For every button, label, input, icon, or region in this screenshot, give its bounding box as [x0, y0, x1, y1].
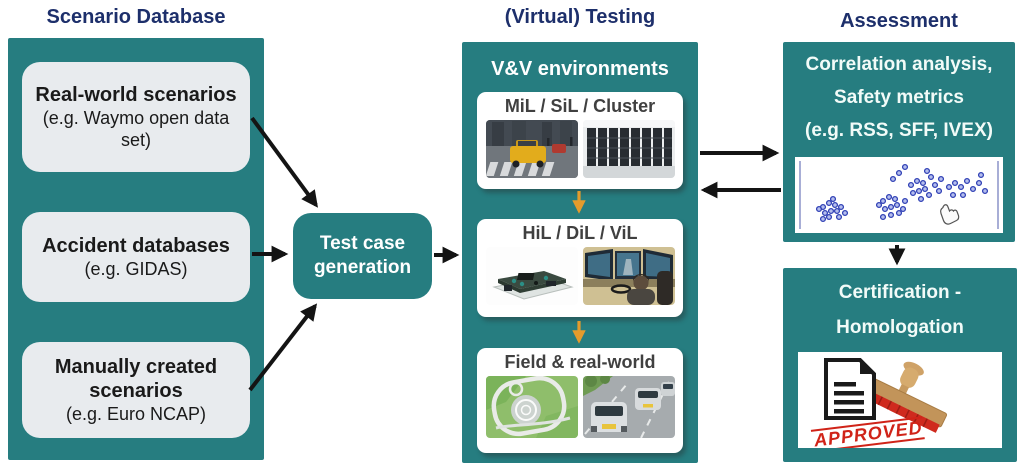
correlation-scatter-plot-image — [795, 157, 1003, 233]
scenario-item-title: Manually created scenarios — [54, 355, 218, 402]
correlation-analysis-panel: Correlation analysis, Safety metrics (e.… — [783, 42, 1015, 242]
level-images — [485, 376, 675, 439]
scenario-item-subtitle: (e.g. GIDAS) — [84, 258, 188, 279]
assessment-title: Assessment — [840, 10, 958, 32]
scenario-database-panel: Real-world scenarios (e.g. Waymo open da… — [8, 38, 264, 460]
scenario-item-title: Real-world scenarios — [35, 83, 237, 106]
scenario-item-title: Accident databases — [42, 234, 230, 257]
simulation-scene-image — [485, 120, 578, 179]
document-icon — [824, 358, 876, 420]
scenario-item-accident: Accident databases (e.g. GIDAS) — [22, 212, 250, 302]
virtual-testing-title: (Virtual) Testing — [504, 6, 656, 28]
level-images — [485, 120, 675, 179]
vv-environments-heading: V&V environments — [491, 58, 669, 80]
level-images — [485, 247, 675, 306]
scenario-item-real-world: Real-world scenarios (e.g. Waymo open da… — [22, 62, 250, 172]
correlation-line-1: Correlation analysis, — [805, 54, 993, 75]
level-box-mil-sil-cluster: MiL / SiL / Cluster — [477, 92, 683, 189]
scenario-item-manual: Manually created scenarios (e.g. Euro NC… — [22, 342, 250, 438]
approved-stamp-image: APPROVED — [798, 352, 1002, 453]
vv-environments-panel: V&V environments MiL / SiL / Cluster — [462, 42, 698, 463]
correlation-line-2: Safety metrics — [834, 87, 964, 108]
proving-ground-aerial-image — [485, 376, 578, 439]
level-box-hil-dil-vil: HiL / DiL / ViL — [477, 219, 683, 317]
certification-line-2: Homologation — [836, 317, 964, 338]
scenario-database-title: Scenario Database — [46, 6, 226, 28]
level-label: MiL / SiL / Cluster — [504, 96, 656, 116]
test-case-generation-box: Test case generation — [293, 213, 432, 299]
driving-simulator-cockpit-image — [582, 247, 675, 306]
level-label: Field & real-world — [504, 352, 656, 372]
test-case-generation-label: Test case generation — [313, 233, 412, 278]
level-box-field-real-world: Field & real-world — [477, 348, 683, 453]
scenario-item-subtitle: (e.g. Euro NCAP) — [65, 403, 207, 424]
certification-line-1: Certification - — [838, 282, 962, 303]
certification-panel: Certification - Homologation — [783, 268, 1017, 462]
level-label: HiL / DiL / ViL — [522, 223, 638, 243]
scenario-item-subtitle: (e.g. Waymo open data set) — [42, 107, 230, 151]
server-cluster-image — [582, 120, 675, 179]
highway-car-platoon-image — [582, 376, 675, 439]
hand-cursor-icon — [940, 204, 960, 225]
stamp-tool-icon — [854, 361, 948, 433]
correlation-line-3: (e.g. RSS, SFF, IVEX) — [805, 120, 993, 141]
ecu-hardware-board-image — [485, 247, 578, 306]
